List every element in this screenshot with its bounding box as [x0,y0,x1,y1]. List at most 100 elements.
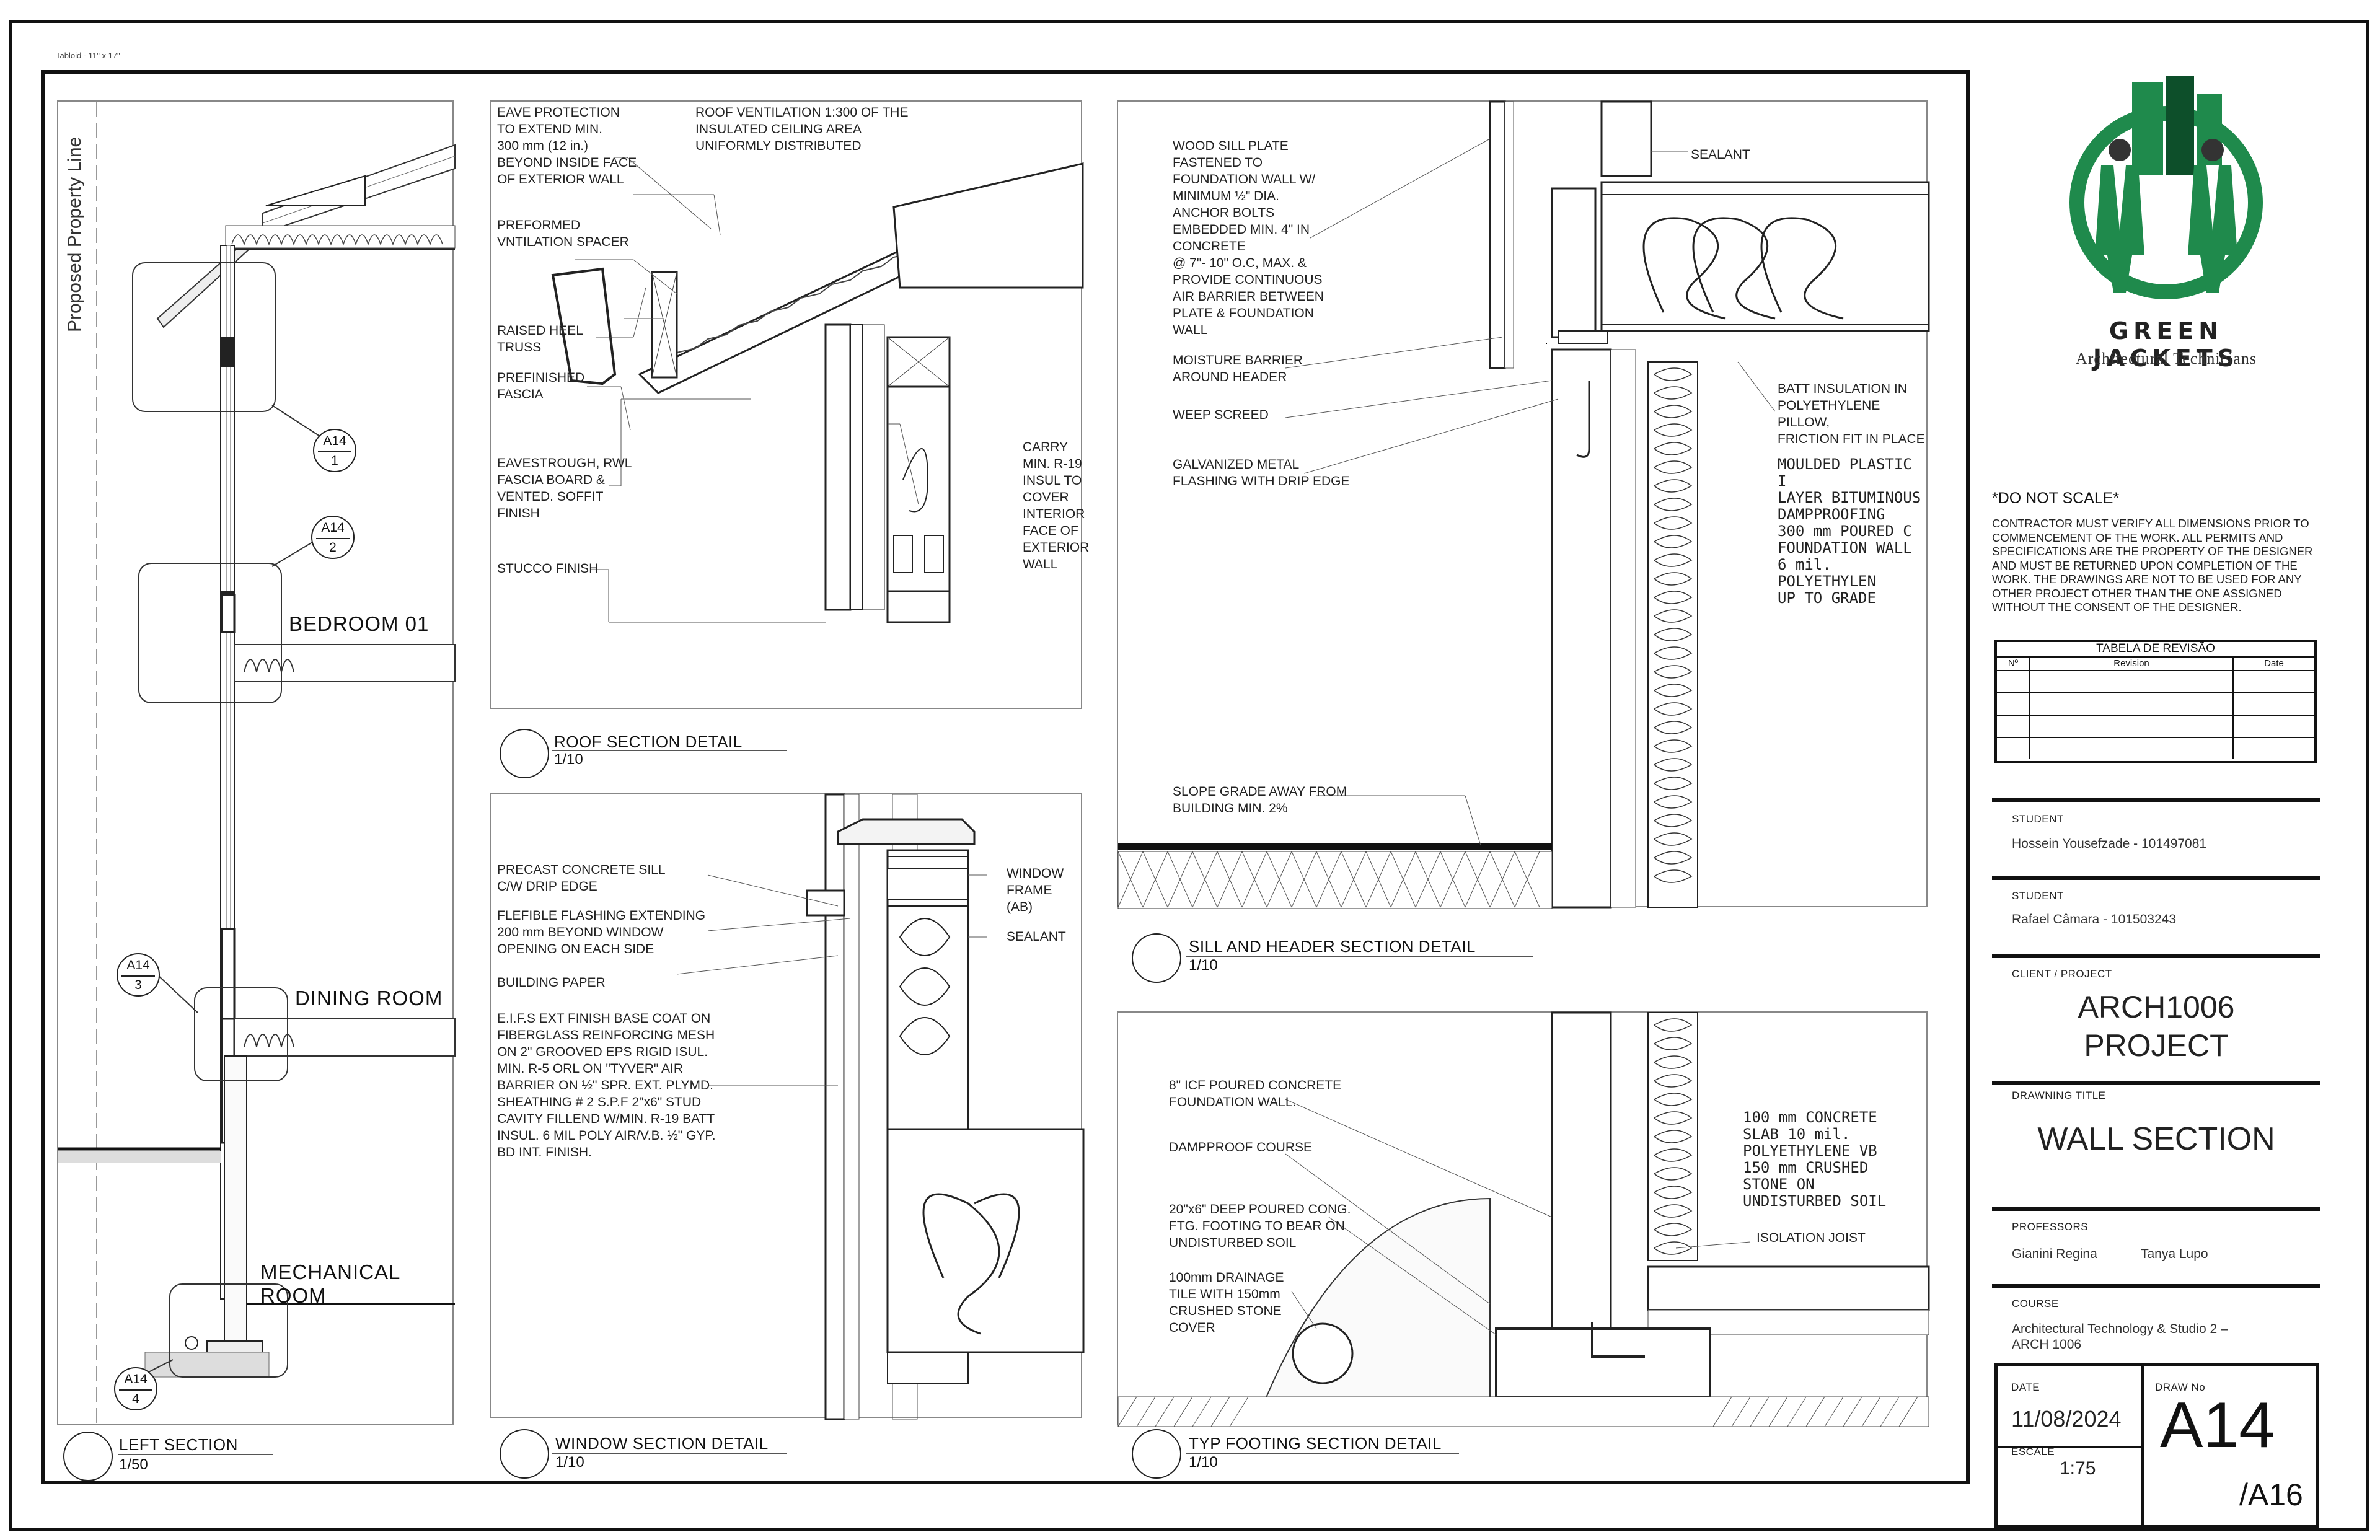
sheet-border [9,20,2369,1531]
drawing-title: WALL SECTION [2037,1121,2275,1157]
sill-note-weep: WEEP SCREED [1173,408,1269,422]
client-line2: PROJECT [2084,1028,2229,1063]
window-note-sealant: SEALANT [1007,930,1066,944]
roof-note-insulation: CARRY MIN. R-19 INSUL TO COVER INTERIOR … [1023,440,1090,571]
drawing-title-label: DRAWNING TITLE [2012,1089,2106,1101]
sill-note-sealant: SEALANT [1691,147,1750,162]
revision-row [1997,671,2314,693]
client-line1: ARCH1006 [2078,990,2235,1024]
course-label: COURSE [2012,1298,2059,1309]
window-note-flashing: FLEFIBLE FLASHING EXTENDING 200 mm BEYON… [497,909,706,956]
roof-note-stucco: STUCCO FINISH [497,561,599,576]
roof-note-eave-protection: EAVE PROTECTION TO EXTEND MIN. 300 mm (1… [497,105,637,187]
professor-1: Gianini Regina [2012,1247,2097,1261]
window-note-sill: PRECAST CONCRETE SILL C/W DRIP EDGE [497,863,666,894]
title-underline [1186,1453,1459,1454]
callout-number: 2 [329,540,337,555]
room-label-dining: DINING ROOM [295,987,443,1010]
roof-note-heel-truss: RAISED HEEL TRUSS [497,323,583,354]
left-section-panel: Proposed Property Line BEDROOM 01 DINING… [57,100,456,1427]
sill-note-batt: BATT INSULATION IN POLYETHYLENE PILLOW, … [1778,382,1925,446]
footing-note-footing: 20"x6" DEEP POURED CONG. FTG. FOOTING TO… [1169,1202,1351,1250]
revision-col-number: Nº [1997,658,2030,670]
title-block-rule [1992,1081,2320,1085]
revision-row [1997,738,2314,759]
roof-detail-scale: 1/10 [554,751,583,768]
footing-detail-drawing [1117,1011,1930,1427]
logo-name: GREEN JACKETS [2092,317,2240,372]
left-section-scale: 1/50 [119,1456,148,1473]
footing-note-dampproof: DAMPPROOF COURSE [1169,1140,1313,1155]
title-block-rule [1992,1284,2320,1288]
revision-table: TABELA DE REVISÃO Nº Revision Date [1994,640,2317,763]
left-section-title: LEFT SECTION [119,1435,238,1454]
roof-note-ventilation: ROOF VENTILATION 1:300 OF THE INSULATED … [695,105,909,153]
sill-detail-title: SILL AND HEADER SECTION DETAIL [1189,937,1476,956]
logo-tagline: Architectural Technicians [2076,350,2257,367]
window-note-frame: WINDOW FRAME (AB) [1007,866,1064,914]
window-detail-drawing [676,793,1085,1420]
footing-note-slab: 100 mm CONCRETE SLAB 10 mil. POLYETHYLEN… [1743,1109,1887,1210]
student2-label: STUDENT [2012,890,2064,902]
roof-detail-drawing [551,157,1084,623]
title-underline [1186,956,1533,957]
title-block-rule [1992,954,2320,958]
section-callout-2[interactable]: A14 2 [311,516,355,559]
professors-label: PROFESSORS [2012,1221,2089,1233]
date-value: 11/08/2024 [2011,1406,2122,1432]
logo-emblem [2069,76,2263,299]
window-note-paper: BUILDING PAPER [497,975,606,990]
roof-title-marker [500,729,549,778]
room-label-bedroom: BEDROOM 01 [289,612,430,635]
sill-note-slope: SLOPE GRADE AWAY FROM BUILDING MIN. 2% [1173,785,1347,816]
student2-name: Rafael Câmara - 101503243 [2012,912,2177,926]
section-callout-4[interactable]: A14 4 [114,1367,157,1410]
callout-number: 3 [134,978,142,992]
sill-detail-scale: 1/10 [1189,957,1218,974]
revision-table-header: Nº Revision Date [1997,658,2314,671]
drawing-area-border [41,70,1970,1484]
footing-title-marker [1132,1429,1181,1479]
box-divider [2141,1366,2144,1525]
footing-note-icf: 8" ICF POURED CONCRETE FOUNDATION WALL. [1169,1078,1342,1109]
window-detail-panel: PRECAST CONCRETE SILL C/W DRIP EDGE FLEF… [490,793,1085,1420]
callout-sheet: A14 [321,521,345,535]
title-underline [552,750,787,751]
student1-label: STUDENT [2012,813,2064,825]
section-callout-3[interactable]: A14 3 [117,953,160,997]
client-label: CLIENT / PROJECT [2012,968,2112,980]
footing-detail-scale: 1/10 [1189,1454,1218,1471]
left-section-title-marker [63,1432,113,1481]
drawno-value: A14 [2160,1389,2275,1461]
roof-note-fascia: PREFINISHED FASCIA [497,371,585,402]
professor-2: Tanya Lupo [2141,1247,2208,1261]
sill-note-dampproofing: MOULDED PLASTIC I LAYER BITUMINOUS DAMPP… [1778,456,1921,607]
revision-row [1997,693,2314,716]
footing-note-isolation: ISOLATION JOIST [1756,1231,1866,1245]
footing-detail-title: TYP FOOTING SECTION DETAIL [1189,1434,1442,1453]
window-detail-scale: 1/10 [555,1454,584,1471]
section-callout-1[interactable]: A14 1 [313,429,356,472]
room-label-mechanical: MECHANICAL ROOM [260,1261,400,1307]
title-block-rule [1992,1207,2320,1211]
sill-title-marker [1132,933,1181,983]
left-section-drawing [58,102,456,1427]
window-detail-title: WINDOW SECTION DETAIL [555,1434,769,1453]
roof-note-spacer: PREFORMED VNTILATION SPACER [497,218,629,249]
drawno-label: DRAW No [2155,1381,2206,1393]
window-note-eifs: E.I.F.S EXT FINISH BASE COAT ON FIBERGLA… [497,1011,716,1159]
date-label: DATE [2011,1381,2040,1393]
do-not-scale: *DO NOT SCALE* [1992,490,2120,507]
window-title-marker [500,1429,549,1479]
sill-detail-drawing [1117,100,1930,909]
callout-sheet: A14 [124,1372,148,1386]
sill-note-plate: WOOD SILL PLATE FASTENED TO FOUNDATION W… [1173,139,1324,337]
callout-number: 4 [132,1392,139,1406]
callout-sheet: A14 [323,434,346,448]
title-underline [118,1454,273,1455]
student1-name: Hossein Yousefzade - 101497081 [2012,837,2207,851]
callout-sheet: A14 [126,958,150,972]
disclaimer-text: CONTRACTOR MUST VERIFY ALL DIMENSIONS PR… [1992,517,2313,614]
revision-table-title: TABELA DE REVISÃO [1997,642,2314,658]
title-block-rule [1992,798,2320,802]
